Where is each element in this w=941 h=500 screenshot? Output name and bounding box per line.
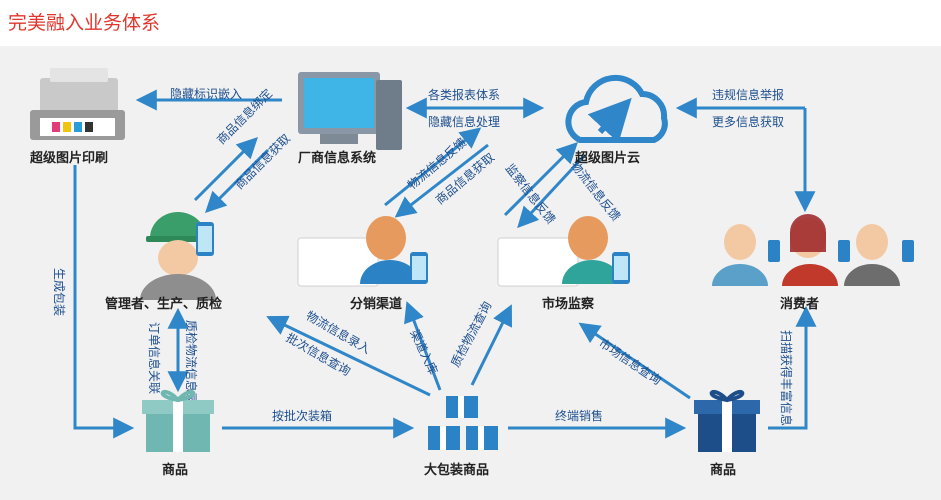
arrow-printer-goods (73, 165, 135, 439)
arrow-goods-consumer (768, 305, 817, 430)
label-batch-pack: 按批次装箱 (272, 408, 332, 423)
label-qc-logistics-query: 质检物流查询 (447, 299, 494, 370)
node-manager: 管理者、生产、质检 (105, 296, 222, 312)
arrow-channel-vendor (384, 127, 482, 207)
node-vendor-system: 厂商信息系统 (298, 150, 376, 166)
cloud-icon (565, 74, 668, 143)
arrow-manager-vendor-1 (193, 137, 258, 202)
node-goods-right: 商品 (710, 462, 736, 478)
arrow-manager-package (266, 315, 431, 397)
label-more-info: 更多信息获取 (712, 114, 784, 129)
arrow-package-channel (404, 301, 442, 391)
label-terminal-sale: 终端销售 (555, 408, 603, 423)
node-channel: 分销渠道 (350, 296, 402, 312)
arrow-vendor-channel (394, 143, 489, 218)
node-consumer: 消费者 (780, 296, 819, 312)
node-market: 市场监察 (542, 296, 595, 312)
label-product-info-get: 商品信息获取 (232, 131, 294, 193)
label-hidden-embed: 隐藏标识嵌入 (170, 87, 242, 101)
manager-icon (140, 212, 216, 300)
gift-navy-icon (694, 390, 760, 452)
consumers-icon (712, 214, 914, 286)
label-channel-inbound: 渠道入库 (407, 327, 441, 377)
label-order-link: 订单信息关联 (147, 322, 162, 394)
node-printer: 超级图片印刷 (30, 150, 108, 166)
arrow-market-cloud (503, 142, 578, 217)
label-report-system: 各类报表体系 (428, 87, 500, 102)
label-violation-report: 违规信息举报 (712, 87, 784, 102)
label-scan-info: 扫描获得丰富信息 (779, 330, 794, 426)
node-cloud: 超级图片云 (575, 150, 640, 166)
node-big-package: 大包装商品 (424, 462, 489, 478)
arrow-goods-market (578, 322, 691, 400)
computer-icon (298, 72, 402, 150)
gift-stack-icon (428, 396, 498, 450)
label-market-query: 市场信息查询 (596, 335, 664, 388)
node-goods-left: 商品 (162, 462, 188, 478)
arrow-manager-vendor-2 (205, 148, 270, 213)
arrow-cloud-market (517, 153, 587, 229)
label-logistics-feedback2: 物流信息反馈 (568, 158, 624, 224)
printer-icon (30, 68, 125, 140)
market-agent-icon (497, 216, 630, 287)
gift-teal-icon (142, 390, 214, 452)
page-title: 完美融入业务体系 (8, 12, 161, 34)
label-produce-pack: 生成包装 (52, 268, 66, 316)
channel-agent-icon (297, 216, 428, 287)
label-hidden-process: 隐藏信息处理 (428, 114, 500, 129)
arrow-package-market (470, 304, 512, 386)
